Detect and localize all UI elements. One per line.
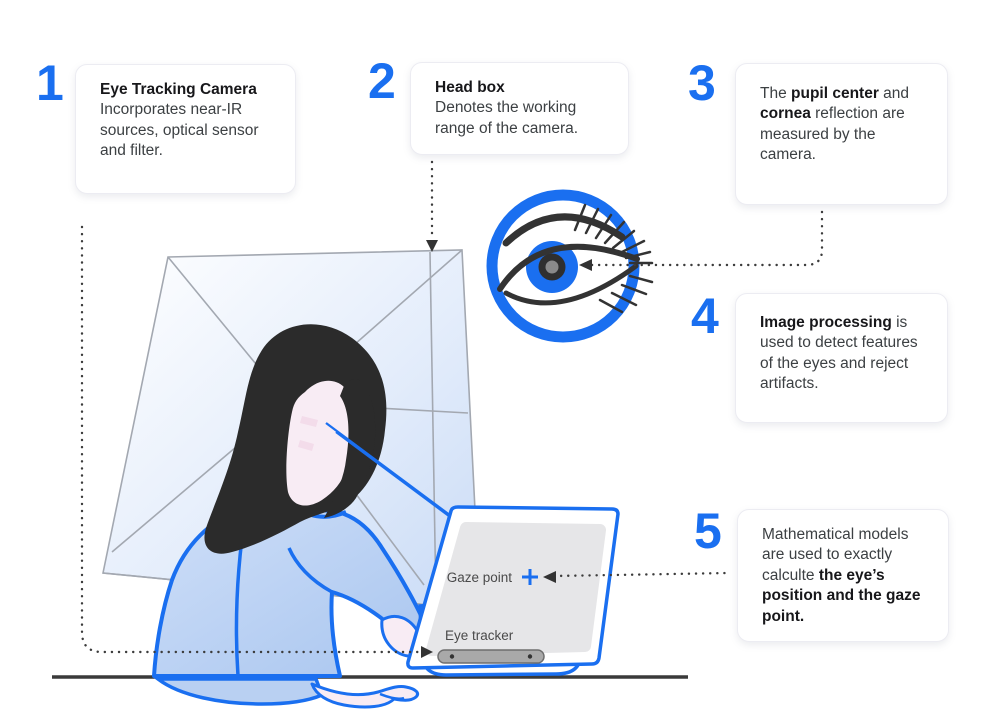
callout-title-1: Eye Tracking Camera <box>100 81 257 98</box>
connector-gaze-point <box>552 571 733 578</box>
callout-card-3: The pupil center and cornea reflection a… <box>735 63 948 205</box>
pointing-hand <box>310 682 419 709</box>
callout-title-2: Head box <box>435 79 505 96</box>
callout-body-5: Mathematical models are used to exactly … <box>762 526 921 625</box>
eye-tracker-label: Eye tracker <box>445 628 514 643</box>
callout-number-3: 3 <box>688 55 716 111</box>
arrowhead-down-icon <box>426 240 438 252</box>
callout-card-1: Eye Tracking Camera Incorporates near-IR… <box>75 64 296 194</box>
callout-number-1: 1 <box>36 55 64 111</box>
person-illustration <box>152 324 434 678</box>
laptop-screen-content <box>426 522 606 656</box>
connector-eye <box>590 210 824 267</box>
callout-number-2: 2 <box>368 53 396 109</box>
arm-below-desk <box>152 677 419 709</box>
callout-card-5: Mathematical models are used to exactly … <box>737 509 949 643</box>
callout-number-4: 4 <box>691 288 719 344</box>
eye-tracker-device <box>437 649 545 664</box>
connector-camera-to-tracker <box>80 225 420 654</box>
callout-body-3: The pupil center and cornea reflection a… <box>760 85 910 164</box>
laptop-illustration: Gaze point Eye tracker <box>406 505 620 677</box>
arrowhead-left-gaze-icon <box>543 571 556 583</box>
gaze-point-marker <box>522 569 538 585</box>
gaze-point-label: Gaze point <box>447 570 513 585</box>
callout-number-5: 5 <box>694 503 722 559</box>
callout-card-2: Head box Denotes the working range of th… <box>410 62 629 155</box>
arrowhead-right-icon <box>421 646 433 658</box>
callout-card-4: Image processing is used to detect featu… <box>735 293 948 423</box>
callout-body-2: Denotes the working range of the camera. <box>435 99 579 137</box>
arrowhead-left-eye-icon <box>579 259 592 271</box>
callout-body-4: Image processing is used to detect featu… <box>760 314 918 393</box>
callout-body-1: Incorporates near-IR sources, optical se… <box>100 101 259 160</box>
